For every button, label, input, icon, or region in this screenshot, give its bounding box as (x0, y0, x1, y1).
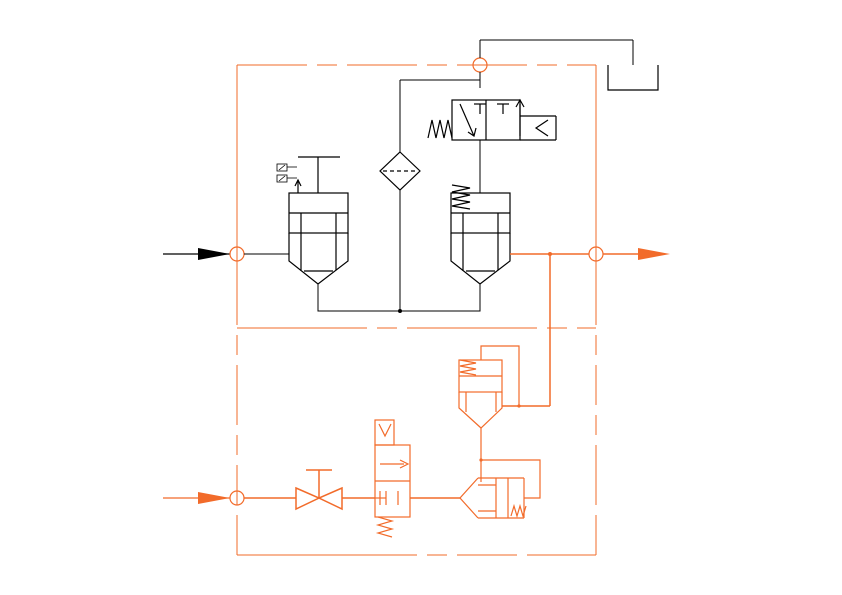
top-port (472, 39, 634, 73)
enclosure-boundary (236, 64, 597, 556)
spring-icon (451, 184, 471, 210)
spring-valve-right (450, 184, 511, 285)
spring-icon (510, 503, 527, 519)
filter (379, 151, 421, 191)
inlet-port-lower (163, 490, 245, 506)
pilot-valve-horizontal (459, 459, 541, 519)
pilot-valve-spring (458, 345, 520, 429)
manual-shutoff-valve (295, 469, 343, 511)
spring-icon (459, 359, 477, 376)
inlet-port-upper (163, 246, 245, 262)
outlet-port (588, 246, 670, 262)
exhaust-tank (607, 65, 659, 91)
pilot-operated-valve-left (276, 156, 349, 285)
solenoid-3-2-valve (427, 98, 557, 141)
position-sensor-icon (276, 163, 297, 183)
solenoid-icon (534, 119, 549, 137)
solenoid-icon (378, 423, 392, 438)
spring-icon (375, 516, 395, 538)
spring-icon (427, 119, 453, 139)
spring-3-2-valve (374, 419, 411, 538)
